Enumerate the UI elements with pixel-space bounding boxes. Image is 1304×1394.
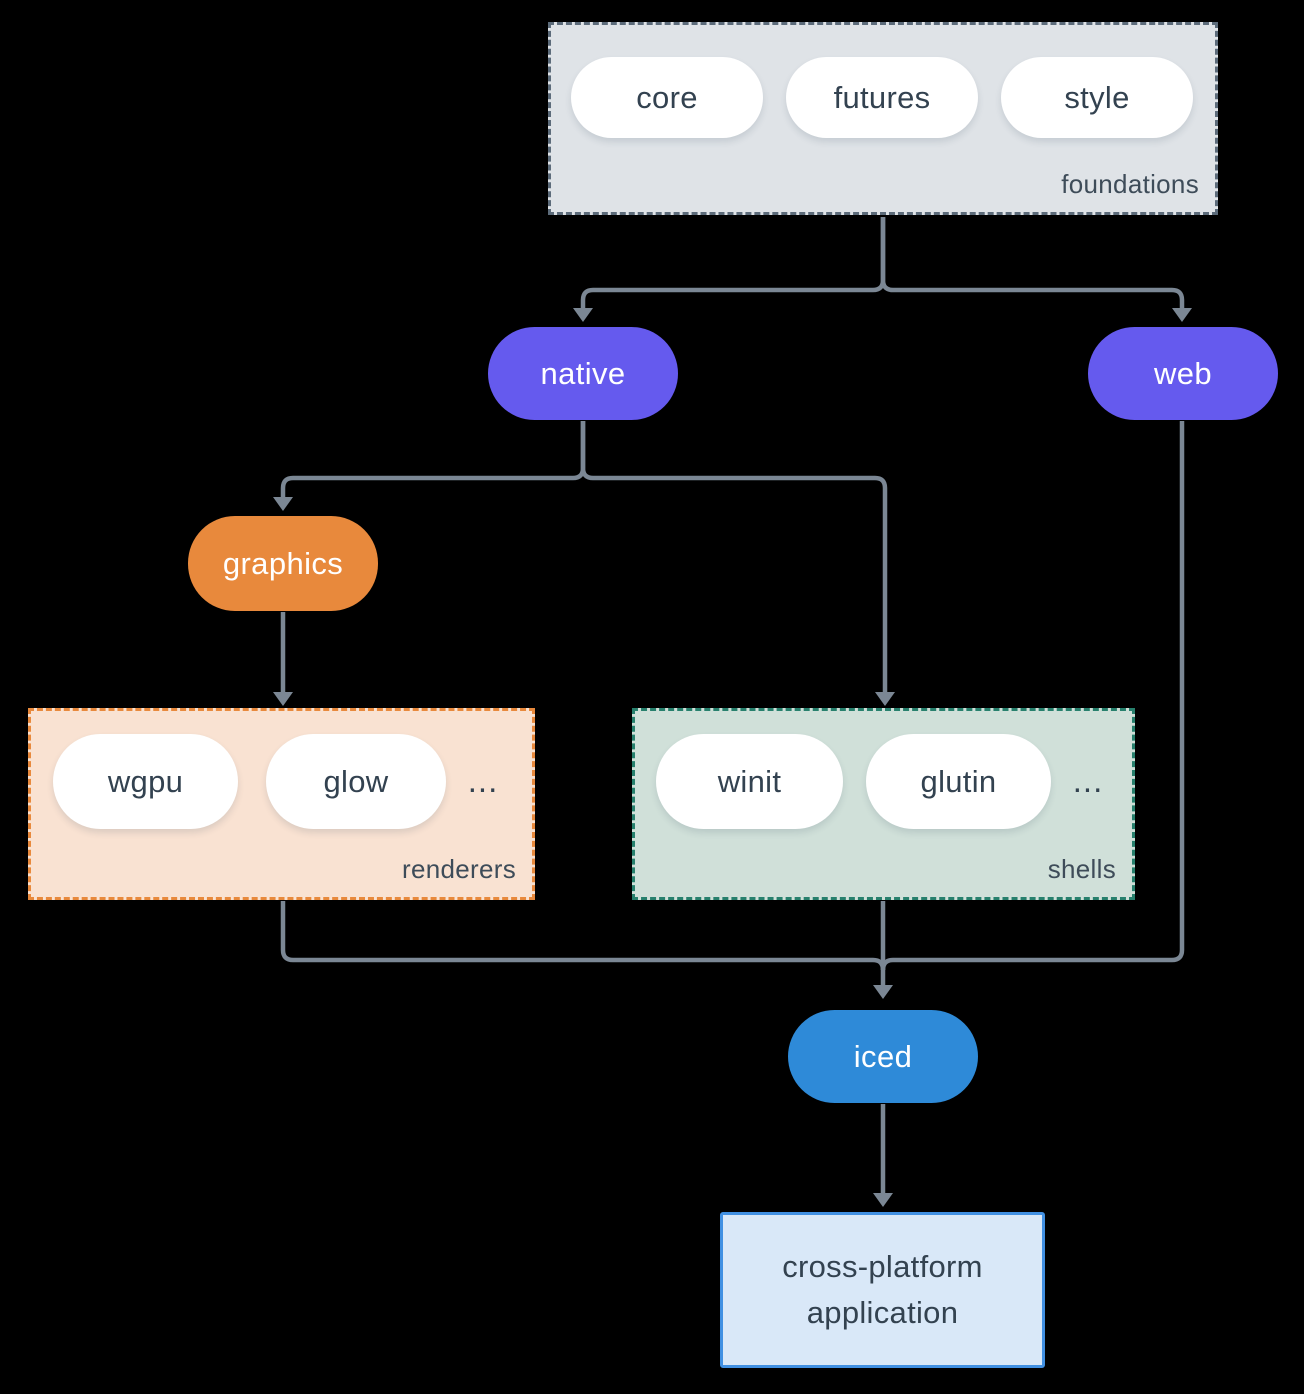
shells-label: shells <box>1047 854 1116 884</box>
core-pill: core <box>571 57 763 138</box>
arrowhead-application <box>873 1193 893 1207</box>
glutin-pill: glutin <box>866 734 1051 829</box>
glow-pill: glow <box>266 734 446 829</box>
application-box: cross-platform application <box>720 1212 1045 1368</box>
arrowhead-renderers <box>273 692 293 706</box>
edge-native-shells <box>580 421 888 692</box>
style-pill: style <box>1001 57 1193 138</box>
iced-node: iced <box>788 1010 978 1103</box>
graphics-node: graphics <box>188 516 378 611</box>
shells-ellipsis: ... <box>1072 762 1104 799</box>
edge-renderers-iced <box>280 901 886 971</box>
edge-foundations-native <box>580 217 886 308</box>
foundations-group-box: core futures style foundations <box>548 22 1218 215</box>
arrowhead-web <box>1172 308 1192 322</box>
native-node: native <box>488 327 678 420</box>
arrowhead-iced <box>873 985 893 999</box>
renderers-label: renderers <box>402 854 516 884</box>
arrowhead-graphics <box>273 497 293 511</box>
renderers-ellipsis: ... <box>467 762 499 799</box>
wgpu-pill: wgpu <box>53 734 238 829</box>
arrowhead-shells <box>875 692 895 706</box>
arrowhead-native <box>573 308 593 322</box>
shells-group-box: winit glutin ... shells <box>632 708 1135 900</box>
renderers-group-box: wgpu glow ... renderers <box>28 708 535 900</box>
edge-native-graphics <box>280 421 586 497</box>
edge-foundations-web <box>880 217 1185 308</box>
foundations-label: foundations <box>1061 169 1199 199</box>
futures-pill: futures <box>786 57 978 138</box>
winit-pill: winit <box>656 734 843 829</box>
web-node: web <box>1088 327 1278 420</box>
